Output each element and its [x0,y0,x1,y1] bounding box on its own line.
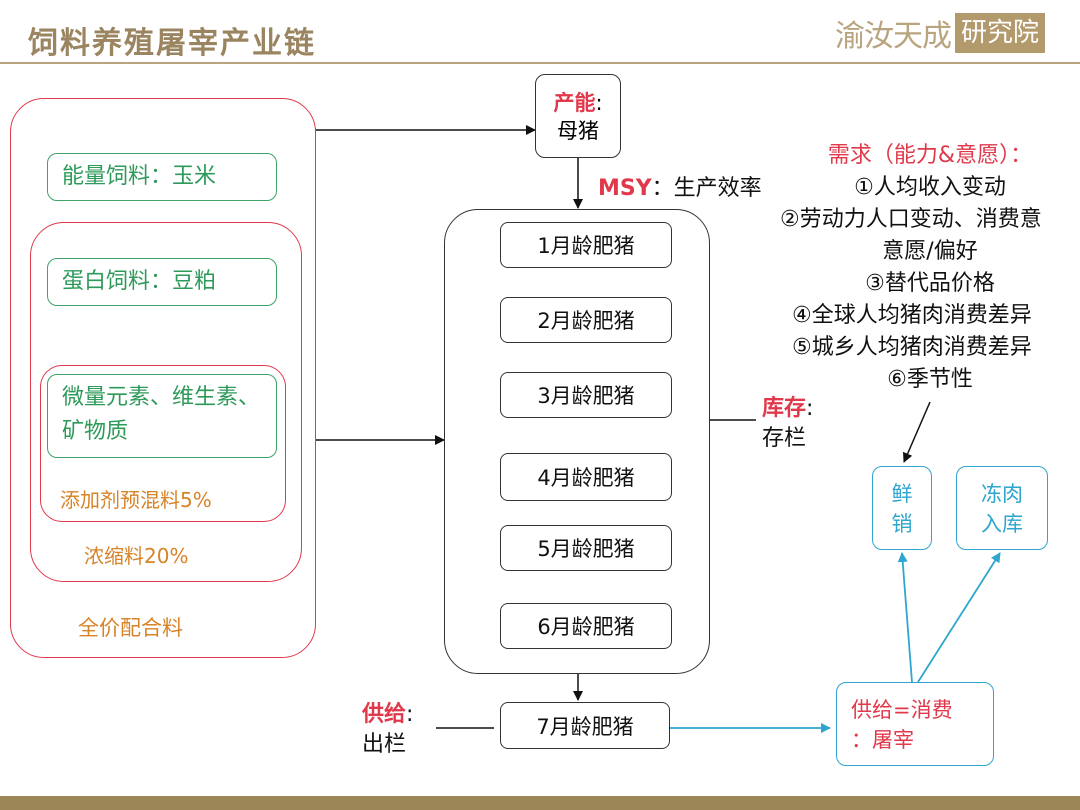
brand-logo: 渝汝天成 研究院 [835,12,1046,54]
logo-seal: 研究院 [955,13,1046,53]
concentrate-box [30,222,302,582]
pig-age-7: 7月龄肥猪 [500,702,670,749]
page-title: 饲料养殖屠宰产业链 [28,26,316,61]
inventory-label: 库存: 存栏 [762,396,814,451]
supply-label: 供给: 出栏 [362,702,414,757]
premix-box [40,365,286,522]
demand-item-5: ④全球人均猪肉消费差异 [792,303,1032,328]
demand-item-1: ①人均收入变动 [854,175,1006,200]
protein-feed-box: 蛋白饲料：豆粕 [47,258,277,306]
frozen-storage-box: 冻肉 入库 [956,466,1048,550]
pig-age-3: 3月龄肥猪 [500,372,672,418]
pig-age-6: 6月龄肥猪 [500,603,672,649]
demand-item-4: ③替代品价格 [865,271,995,296]
pig-age-4: 4月龄肥猪 [500,453,672,501]
capacity-label: 产能 [553,91,596,115]
capacity-colon: : [595,91,603,115]
premix-label: 添加剂预混料5% [60,488,212,512]
micro-elements-box: 微量元素、维生素、矿物质 [47,374,277,458]
pig-age-2: 2月龄肥猪 [500,297,672,343]
msy-label: MSY：生产效率 [598,176,762,201]
supply-consumption-box: 供给=消费 ：屠宰 [836,682,994,766]
pig-age-5: 5月龄肥猪 [500,525,672,571]
fattening-pig-container [444,209,710,674]
demand-item-3: 意愿/偏好 [882,239,978,264]
fresh-sales-box: 鲜 销 [872,466,932,550]
arrow-balance-to-frozen [917,552,1001,683]
sow-box: 产能: 母猪 [535,74,621,158]
capacity-value: 母猪 [557,119,599,143]
complete-feed-box [10,98,316,658]
demand-title: 需求（能力&意愿）： [827,143,1033,168]
demand-item-7: ⑥季节性 [887,367,973,392]
demand-item-2: ②劳动力人口变动、消费意 [780,207,1042,232]
pig-age-1: 1月龄肥猪 [500,222,672,268]
demand-factors: 需求（能力&意愿）： ①人均收入变动 ②劳动力人口变动、消费意 意愿/偏好 ③替… [780,140,1080,396]
energy-feed-box: 能量饲料：玉米 [47,153,277,201]
arrow-demand-to-fresh [902,401,931,463]
logo-text: 渝汝天成 [835,19,952,54]
arrow-balance-to-fresh [897,552,913,683]
concentrate-label: 浓缩料20% [84,544,189,568]
header-divider [0,62,1080,64]
complete-feed-label: 全价配合料 [78,616,183,640]
demand-item-6: ⑤城乡人均猪肉消费差异 [792,335,1032,360]
footer-band [0,796,1080,810]
